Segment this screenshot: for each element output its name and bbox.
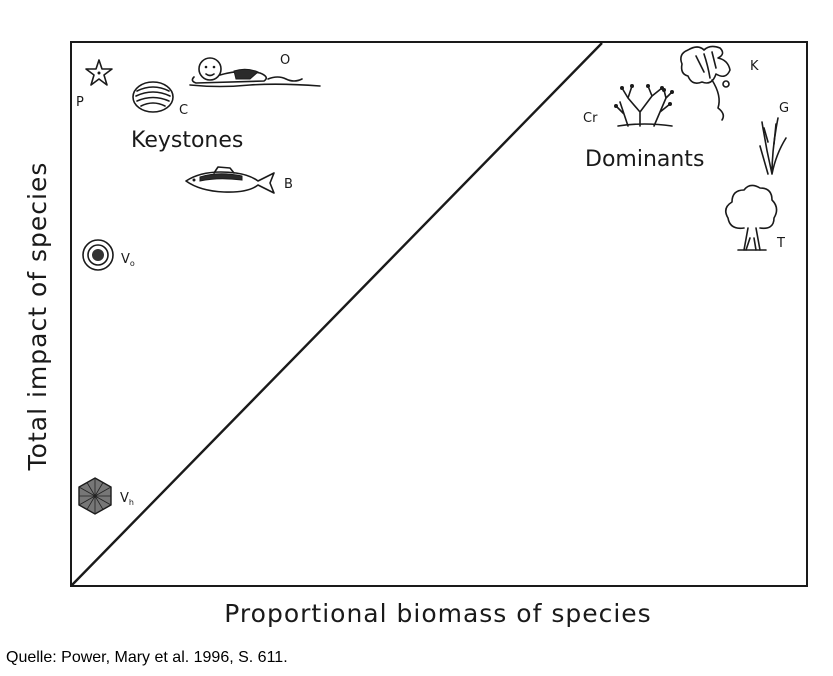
- source-caption: Quelle: Power, Mary et al. 1996, S. 611.: [6, 649, 288, 666]
- kelp-icon: [680, 45, 731, 121]
- diagonal-line: [71, 42, 603, 586]
- grass-icon: [759, 117, 787, 175]
- species-label-p: P: [76, 95, 84, 110]
- species-label-g: G: [779, 101, 789, 116]
- virus-particle-icon: [82, 239, 114, 271]
- clam-icon: [132, 81, 174, 113]
- species-label-vo: Vo: [121, 252, 135, 268]
- keystones-label: Keystones: [131, 128, 243, 153]
- dominants-label: Dominants: [585, 147, 704, 172]
- coral-icon: [614, 84, 674, 127]
- y-axis-label: Total impact of species: [23, 162, 52, 472]
- x-axis-label: Proportional biomass of species: [224, 599, 651, 628]
- species-label-t: T: [776, 236, 785, 251]
- species-label-o: O: [280, 53, 290, 68]
- species-label-cr: Cr: [583, 111, 598, 126]
- species-label-b: B: [284, 177, 293, 192]
- plot-frame: [70, 41, 808, 587]
- tree-icon: [724, 184, 778, 251]
- starfish-icon: [85, 59, 113, 86]
- species-label-vh: Vh: [120, 491, 134, 507]
- fish-icon: [185, 166, 275, 194]
- sea-otter-icon: [189, 57, 321, 88]
- species-label-c: C: [179, 103, 188, 118]
- virus-capsid-icon: [78, 477, 112, 515]
- species-label-k: K: [750, 59, 759, 74]
